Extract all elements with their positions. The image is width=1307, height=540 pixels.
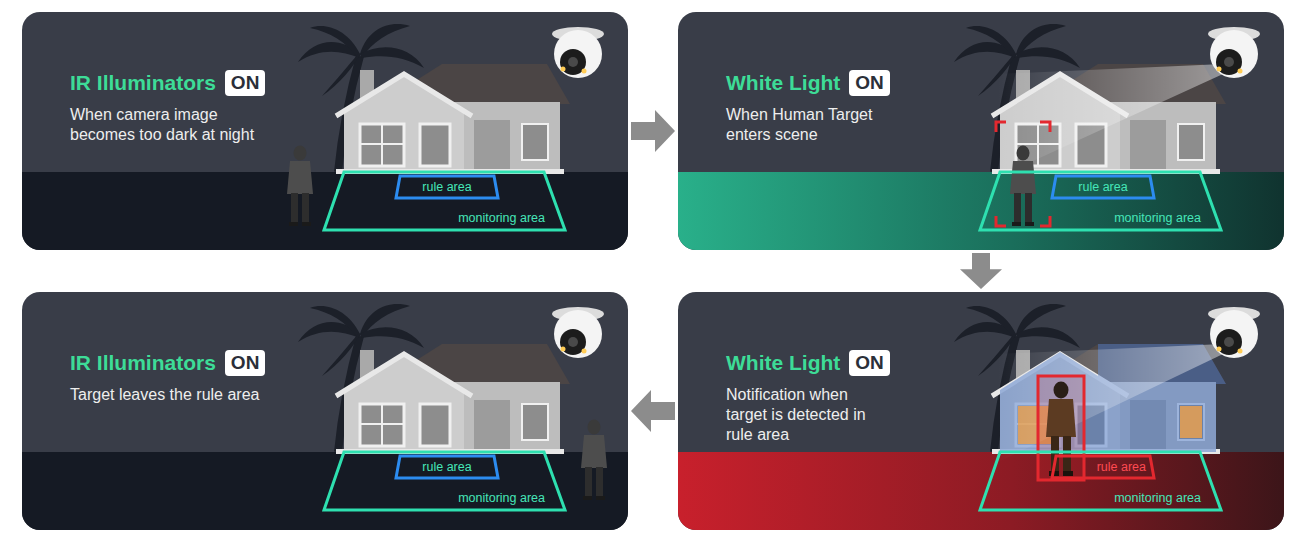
art-use — [336, 64, 570, 174]
on-badge: ON — [225, 350, 266, 376]
art-rect — [678, 12, 1284, 250]
monitoring-area: monitoring area rule area — [322, 170, 567, 232]
panel-art — [22, 12, 628, 250]
step-panel: White LightWhen Human Target enters scen… — [678, 12, 1284, 250]
rule-area: rule area — [394, 174, 500, 200]
rule-area: rule area — [1050, 454, 1156, 480]
step-description: When camera image becomes too dark at ni… — [70, 105, 270, 145]
art-g — [22, 12, 628, 250]
art-polyline — [1040, 216, 1050, 226]
area-label: rule area — [394, 460, 500, 475]
art-rect — [22, 172, 628, 250]
monitoring-area: monitoring area rule area — [322, 450, 567, 512]
monitoring-area: monitoring area rule area — [978, 450, 1223, 512]
art-g — [678, 12, 1284, 250]
flow-arrow — [631, 390, 675, 432]
step-panel: White LightNotification when target is d… — [678, 292, 1284, 530]
area-label: monitoring area — [1114, 491, 1201, 506]
area-outline — [980, 452, 1221, 510]
badge-text: ON — [231, 351, 260, 375]
area-label: monitoring area — [1114, 211, 1201, 226]
art-rect — [1180, 406, 1202, 438]
art-use — [552, 27, 604, 78]
art-use — [1010, 146, 1036, 227]
panel-art — [678, 12, 1284, 250]
badge-text: ON — [855, 351, 884, 375]
art-use — [552, 307, 604, 358]
art-g — [22, 292, 628, 530]
art-use — [1046, 382, 1076, 477]
area-outline — [324, 452, 565, 510]
area-outline — [980, 172, 1221, 230]
panel-art — [678, 292, 1284, 530]
badge-text: ON — [855, 71, 884, 95]
flow-arrow — [960, 253, 1002, 289]
art-use — [336, 344, 570, 454]
art-rect — [22, 12, 628, 250]
art-use — [287, 146, 313, 227]
art-polyline — [996, 122, 1006, 132]
on-badge: ON — [849, 70, 890, 96]
step-description: Target leaves the rule area — [70, 385, 330, 405]
art-polygon — [998, 64, 1223, 177]
area-label: rule area — [394, 180, 500, 195]
art-g — [996, 122, 1050, 226]
area-outline — [324, 172, 565, 230]
rule-area: rule area — [1050, 174, 1156, 200]
step-heading: White Light — [726, 350, 840, 376]
art-rect — [1038, 376, 1084, 480]
flow-arrow — [631, 110, 675, 152]
area-label: rule area — [1097, 460, 1146, 475]
art-rect — [22, 452, 628, 530]
flow-arrow — [960, 253, 1002, 289]
area-label: monitoring area — [458, 211, 545, 226]
art-rect — [678, 292, 1284, 530]
art-g — [678, 292, 1284, 530]
art-use — [1208, 307, 1260, 358]
step-panel: IR IlluminatorsWhen camera image becomes… — [22, 12, 628, 250]
flow-arrow — [631, 390, 675, 432]
on-badge: ON — [849, 350, 890, 376]
step-heading: IR Illuminators — [70, 350, 216, 376]
area-outline — [1052, 456, 1154, 478]
rule-area: rule area — [394, 454, 500, 480]
step-description: Notification when target is detected in … — [726, 385, 891, 445]
art-use — [581, 420, 607, 501]
step-heading: White Light — [726, 70, 840, 96]
step-panel: IR IlluminatorsTarget leaves the rule ar… — [22, 292, 628, 530]
area-label: rule area — [1050, 180, 1156, 195]
on-badge: ON — [225, 70, 266, 96]
step-heading: IR Illuminators — [70, 70, 216, 96]
badge-text: ON — [231, 71, 260, 95]
art-rect — [678, 452, 1284, 530]
monitoring-area: monitoring area rule area — [978, 170, 1223, 232]
art-polygon — [998, 344, 1223, 462]
panel-art — [22, 292, 628, 530]
art-rect — [22, 292, 628, 530]
art-polyline — [1040, 122, 1050, 132]
area-label: monitoring area — [458, 491, 545, 506]
step-description: When Human Target enters scene — [726, 105, 896, 145]
art-polyline — [996, 216, 1006, 226]
flow-arrow — [631, 110, 675, 152]
art-rect — [678, 172, 1284, 250]
art-use — [1208, 27, 1260, 78]
